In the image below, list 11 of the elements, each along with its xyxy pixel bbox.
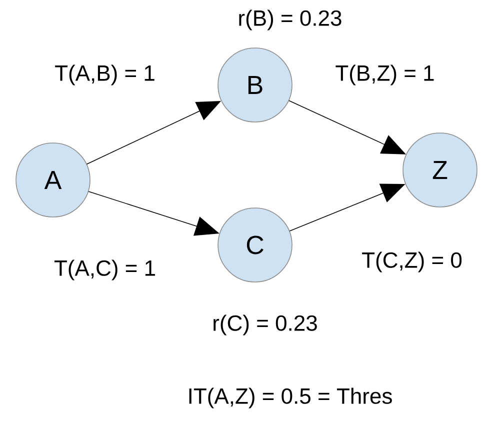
- node-caption: r(B) = 0.23: [239, 10, 342, 30]
- edge-label: T(B,Z) = 1: [334, 64, 436, 86]
- note-text: IT(A,Z) = 0.5 = Thres: [189, 388, 392, 408]
- node-caption: r(C) = 0.23: [214, 314, 317, 336]
- edge-label: T(A,C) = 1: [52, 258, 158, 282]
- edge-label: T(C,Z) = 0: [360, 250, 464, 274]
- edge-label: T(A,B) = 1: [54, 64, 156, 86]
- circle-node: Z: [402, 132, 478, 208]
- circle-node: B: [218, 48, 292, 122]
- circle-node: C: [218, 208, 292, 282]
- circle-node: A: [16, 142, 90, 218]
